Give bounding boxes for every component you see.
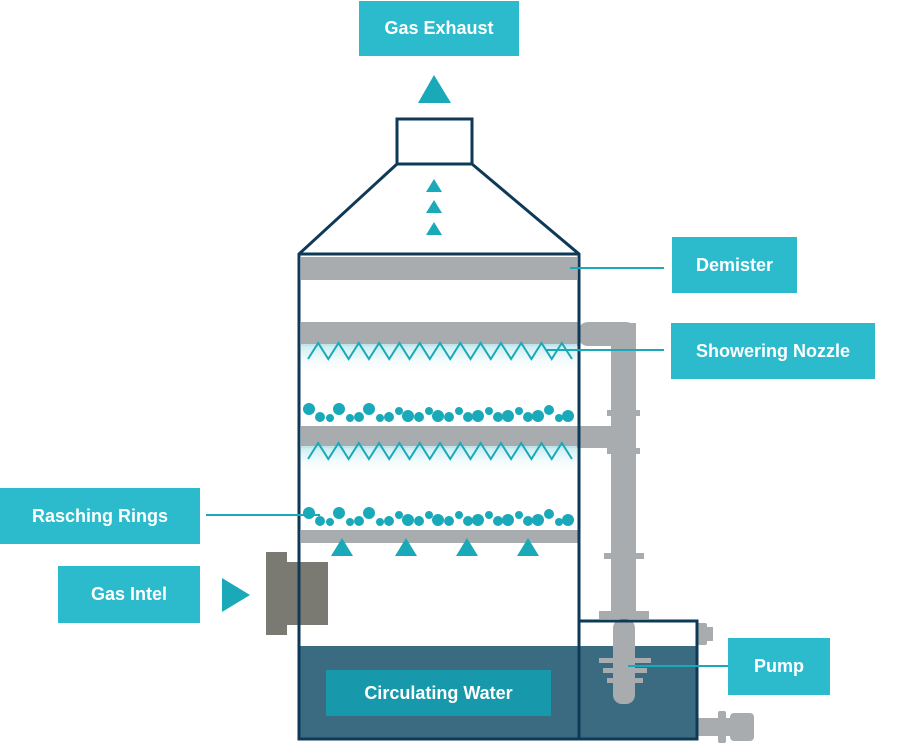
gas-flow-arrow-small [426, 200, 442, 213]
demister-band [301, 257, 577, 280]
rasching-ring [346, 414, 354, 422]
rasching-ring [363, 403, 375, 415]
tower-outline [297, 162, 581, 741]
pump-label: Pump [728, 638, 830, 695]
return-pipe-vertical [611, 323, 636, 613]
rasching-ring [472, 514, 484, 526]
rasching-ring [515, 407, 523, 415]
rasching-rings-upper [303, 403, 574, 422]
rasching-ring [333, 507, 345, 519]
rasching-ring [414, 412, 424, 422]
rasching-ring [555, 518, 563, 526]
rasching-ring [395, 511, 403, 519]
rasching-ring [333, 403, 345, 415]
rasching-ring [485, 511, 493, 519]
rasching-ring [544, 405, 554, 415]
pipe-joint-base [599, 611, 649, 619]
rasching-ring [303, 507, 315, 519]
rasching-ring [326, 518, 334, 526]
rasching-ring [455, 407, 463, 415]
rasching-ring [354, 516, 364, 526]
rasching-ring [485, 407, 493, 415]
gas-flow-arrow-small [426, 222, 442, 235]
rasching-ring [425, 511, 433, 519]
rasching-ring [315, 412, 325, 422]
gas-inlet-arrow [222, 578, 250, 612]
rasching-ring [346, 518, 354, 526]
rasching-rings-lower [303, 507, 574, 526]
gas-flow-arrow [331, 538, 353, 556]
rasching-ring [384, 412, 394, 422]
rasching-ring [562, 410, 574, 422]
outlet-pipe [696, 711, 754, 743]
spray-zigzag-upper [307, 341, 573, 361]
rasching-ring [472, 410, 484, 422]
pipe-connector [578, 426, 636, 448]
rasching-ring [376, 414, 384, 422]
rasching-ring [555, 414, 563, 422]
rasching-ring [532, 514, 544, 526]
rasching-ring [425, 407, 433, 415]
pipe-joint-lower [604, 553, 644, 559]
rasching-ring [463, 412, 473, 422]
showering-nozzle-label: Showering Nozzle [671, 323, 875, 379]
rasching-ring [402, 410, 414, 422]
rasching-ring [493, 516, 503, 526]
rasching-ring [463, 516, 473, 526]
packing-support-bar [301, 530, 578, 543]
rasching-ring [523, 516, 533, 526]
gas-flow-arrow [395, 538, 417, 556]
rasching-ring [395, 407, 403, 415]
rasching-ring [326, 414, 334, 422]
spray-zigzag-lower [307, 441, 573, 461]
exhaust-arrow [418, 75, 451, 103]
rasching-ring [384, 516, 394, 526]
rasching-ring [523, 412, 533, 422]
rasching-ring [315, 516, 325, 526]
rasching-ring [515, 511, 523, 519]
rasching-ring [455, 511, 463, 519]
gas-flow-arrow [517, 538, 539, 556]
rasching-ring [432, 410, 444, 422]
rasching-ring [444, 412, 454, 422]
rasching-ring [444, 516, 454, 526]
pump-assembly [599, 619, 713, 704]
gas-flow-arrow [456, 538, 478, 556]
spray-bar-lower [301, 426, 578, 448]
return-pipe-top [578, 322, 636, 346]
pipe-flange-mid [607, 448, 640, 454]
gas-inlet-flange [266, 562, 328, 625]
gas-flow-arrow-small [426, 179, 442, 192]
rasching-ring [363, 507, 375, 519]
rasching-ring [354, 412, 364, 422]
rasching-ring [544, 509, 554, 519]
demister-label: Demister [672, 237, 797, 293]
rasching-ring [303, 403, 315, 415]
rasching-ring [502, 514, 514, 526]
circulating-water-label: Circulating Water [326, 670, 551, 716]
rasching-ring [502, 410, 514, 422]
rasching-ring [562, 514, 574, 526]
gas-intel-label: Gas Intel [58, 566, 200, 623]
rasching-ring [414, 516, 424, 526]
rasching-ring [402, 514, 414, 526]
rasching-ring [376, 518, 384, 526]
gas-exhaust-label: Gas Exhaust [359, 1, 519, 56]
rasching-rings-label: Rasching Rings [0, 488, 200, 544]
rasching-ring [432, 514, 444, 526]
pipe-flange-upper [607, 410, 640, 416]
rasching-ring [532, 410, 544, 422]
exhaust-stack [395, 117, 474, 166]
rasching-ring [493, 412, 503, 422]
